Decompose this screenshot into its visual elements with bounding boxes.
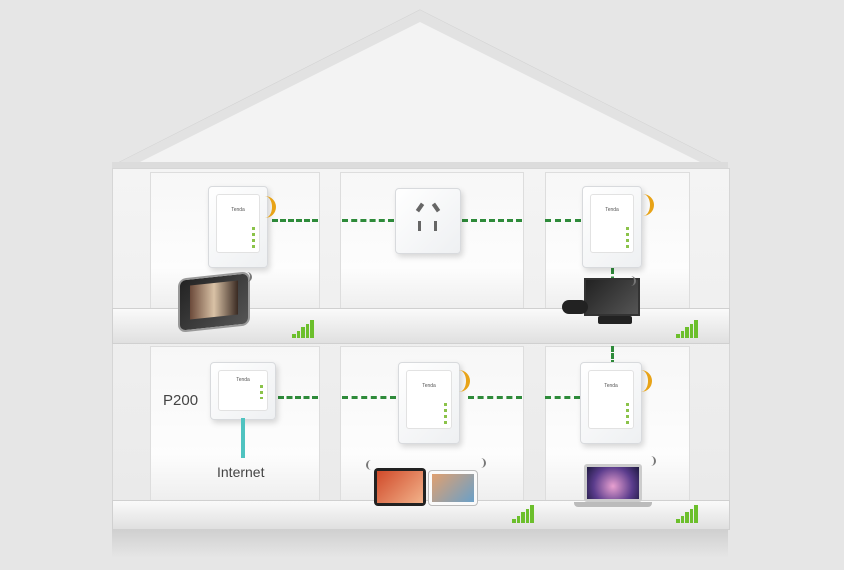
house-roof xyxy=(112,9,728,170)
tablet xyxy=(428,470,478,506)
laptop-base xyxy=(574,502,652,507)
power-outlet xyxy=(395,188,461,254)
house-shadow xyxy=(112,530,728,558)
powerline-link xyxy=(545,396,580,399)
gamepad xyxy=(562,300,588,314)
powerline-adapter-p200: Tenda xyxy=(210,362,276,420)
signal-strength-icon xyxy=(512,505,534,523)
powerline-link xyxy=(342,219,394,222)
brand-logo: Tenda xyxy=(422,383,436,389)
powerline-link xyxy=(468,396,522,399)
wireless-signal-icon xyxy=(626,276,636,286)
wifi-icon xyxy=(634,370,652,392)
wireless-signal-icon xyxy=(242,272,252,282)
powerline-link xyxy=(272,219,318,222)
tablet xyxy=(374,468,426,506)
wireless-signal-icon xyxy=(476,458,486,468)
smartphone xyxy=(178,271,250,333)
wireless-signal-icon xyxy=(646,456,656,466)
laptop xyxy=(584,464,642,502)
wifi-icon xyxy=(452,370,470,392)
powerline-wifi-adapter: Tenda xyxy=(582,186,642,268)
internet-label: Internet xyxy=(217,464,265,480)
powerline-link xyxy=(342,396,396,399)
signal-strength-icon xyxy=(676,505,698,523)
model-label: P200 xyxy=(163,392,199,409)
wifi-icon xyxy=(258,196,276,218)
game-console xyxy=(598,316,632,324)
wireless-signal-icon xyxy=(366,460,376,470)
powerline-link xyxy=(462,219,522,222)
brand-logo: Tenda xyxy=(231,207,245,213)
brand-logo: Tenda xyxy=(604,383,618,389)
powerline-wifi-adapter: Tenda xyxy=(580,362,642,444)
ethernet-cable xyxy=(241,418,245,458)
powerline-link xyxy=(611,346,614,366)
brand-logo: Tenda xyxy=(605,207,619,213)
signal-strength-icon xyxy=(292,320,314,338)
powerline-wifi-adapter: Tenda xyxy=(398,362,460,444)
wifi-icon xyxy=(636,194,654,216)
powerline-link xyxy=(545,219,581,222)
signal-strength-icon xyxy=(676,320,698,338)
brand-logo: Tenda xyxy=(236,377,250,383)
powerline-link xyxy=(278,396,318,399)
